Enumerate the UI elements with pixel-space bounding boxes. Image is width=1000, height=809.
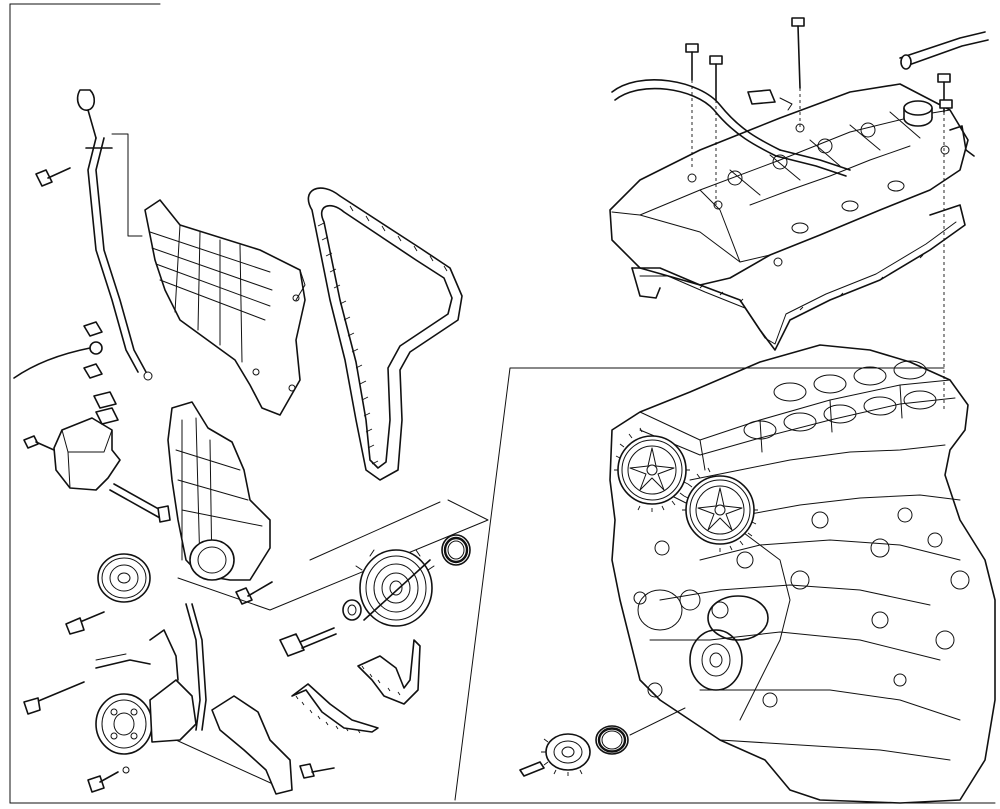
head-cover-bolts xyxy=(685,17,975,410)
pulley-washer xyxy=(342,599,362,621)
pulley-seal xyxy=(441,534,471,566)
ground-wire xyxy=(13,321,103,379)
dipstick-leader xyxy=(111,133,143,237)
dipstick-bolt xyxy=(35,167,71,187)
oil-dipstick xyxy=(76,89,153,381)
timing-belt xyxy=(307,187,463,481)
head-cover-gasket xyxy=(631,204,966,351)
crankshaft-timing-pulley xyxy=(519,733,591,777)
cylinder-head-cover xyxy=(609,83,969,286)
assembly-leader-lines xyxy=(454,367,945,801)
upper-timing-cover xyxy=(144,199,306,416)
breather-hose xyxy=(611,31,989,177)
crankshaft-pulley-center xyxy=(355,549,435,627)
drive-belt-2 xyxy=(357,639,421,705)
belt-guard xyxy=(211,695,335,795)
power-steering-pump xyxy=(23,603,287,793)
camshaft-pulley-intake xyxy=(614,427,690,512)
middle-timing-cover xyxy=(167,401,271,581)
engine-block xyxy=(609,344,996,804)
camshaft-pulley-exhaust xyxy=(682,467,758,552)
drive-belt-1 xyxy=(291,683,379,734)
tensioner xyxy=(23,391,171,523)
crankshaft-pulley-left xyxy=(65,553,151,635)
page-frame xyxy=(9,3,996,804)
crankshaft-seal xyxy=(595,707,686,755)
pulley-bolt xyxy=(279,627,337,657)
timing-cover-bolt xyxy=(235,581,273,605)
